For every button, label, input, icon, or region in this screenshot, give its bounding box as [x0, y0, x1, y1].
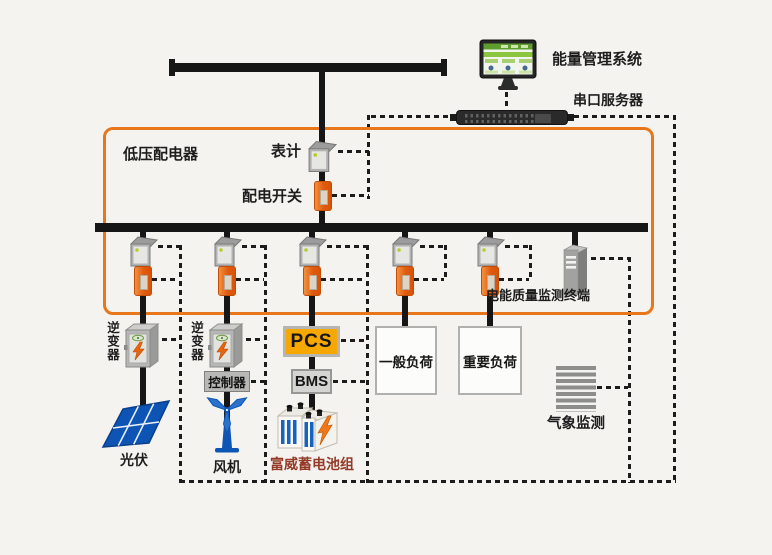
dashed-connector — [499, 278, 529, 281]
branch-meter-icon — [391, 236, 420, 267]
ems-monitor-icon — [479, 39, 537, 90]
dashed-connector — [333, 380, 366, 383]
weather-label: 气象监测 — [547, 416, 605, 432]
battery-group-label: 富威蓄电池组 — [270, 456, 354, 472]
branch-switch-icon — [481, 266, 499, 296]
controller-box: 控制器 — [204, 371, 250, 392]
main-meter-label: 表计 — [270, 143, 301, 160]
dashed-connector — [597, 386, 628, 389]
serial-server-nub — [450, 114, 456, 121]
top-bus — [172, 63, 444, 72]
lv-bus — [95, 223, 648, 232]
solar-panel-icon — [101, 400, 171, 448]
dashed-connector — [505, 92, 508, 112]
dashed-connector — [162, 338, 179, 341]
dashed-connector — [341, 339, 366, 342]
dashed-connector — [327, 245, 366, 248]
lv-distribution-label: 低压配电器 — [123, 146, 199, 163]
pv-label: 光伏 — [120, 452, 148, 468]
power-quality-terminal-icon — [562, 244, 589, 296]
weather-station-icon — [556, 366, 596, 412]
top-bus-cap-right — [441, 59, 447, 76]
branch-switch-icon — [134, 266, 152, 296]
dashed-connector — [251, 380, 264, 383]
dashed-connector — [236, 278, 264, 281]
dashed-connector — [673, 115, 676, 483]
bms-box: BMS — [291, 369, 332, 394]
dashed-connector — [574, 115, 675, 118]
dashed-connector — [152, 278, 179, 281]
branch-switch-icon — [303, 266, 321, 296]
inverter-wind-label: 逆变器 — [189, 321, 203, 362]
branch-switch-icon — [218, 266, 236, 296]
general-load-box: 一般负荷 — [375, 326, 437, 395]
dashed-connector — [246, 338, 264, 341]
serial-server-icon — [456, 110, 568, 125]
branch-meter-icon — [213, 236, 242, 267]
wind-turbine-icon — [206, 397, 248, 453]
distribution-switch-label: 配电开关 — [242, 188, 303, 205]
dashed-connector — [179, 245, 182, 483]
dashed-connector — [338, 150, 369, 153]
important-load-box: 重要负荷 — [458, 326, 522, 395]
dashed-connector — [529, 245, 532, 281]
dashed-connector — [367, 115, 370, 199]
branch-switch-icon — [396, 266, 414, 296]
branch-meter-icon — [298, 236, 327, 267]
wind-label: 风机 — [213, 459, 241, 475]
distribution-switch-icon — [314, 181, 332, 211]
dashed-bottom-bus — [180, 480, 676, 483]
branch-meter-icon — [476, 236, 505, 267]
inverter-pv-label: 逆变器 — [105, 321, 119, 362]
branch-meter-icon — [129, 236, 158, 267]
dashed-connector — [332, 194, 369, 197]
dashed-connector — [264, 245, 267, 483]
dashed-connector — [444, 245, 447, 281]
main-meter-icon — [308, 140, 337, 172]
dashed-connector — [591, 257, 629, 260]
inverter-icon — [208, 323, 244, 368]
dashed-connector — [628, 257, 631, 483]
ems-label: 能量管理系统 — [552, 51, 643, 68]
dashed-connector — [505, 245, 529, 248]
serial-server-label: 串口服务器 — [573, 92, 643, 108]
dashed-connector — [420, 245, 444, 248]
branch-line — [309, 232, 315, 412]
power-quality-terminal-label: 电能质量监测终端 — [486, 288, 591, 303]
pcs-box: PCS — [283, 326, 340, 357]
dashed-connector — [366, 245, 369, 483]
dashed-connector — [242, 245, 264, 248]
inverter-icon — [124, 323, 160, 368]
dashed-connector — [414, 278, 444, 281]
dashed-connector — [158, 245, 179, 248]
dashed-connector — [371, 115, 451, 118]
dashed-connector — [321, 278, 366, 281]
battery-group-icon — [277, 402, 339, 452]
branch-line — [572, 232, 578, 246]
top-bus-cap-left — [169, 59, 175, 76]
lv-distribution-zone — [103, 127, 654, 315]
serial-server-nub — [568, 114, 574, 121]
